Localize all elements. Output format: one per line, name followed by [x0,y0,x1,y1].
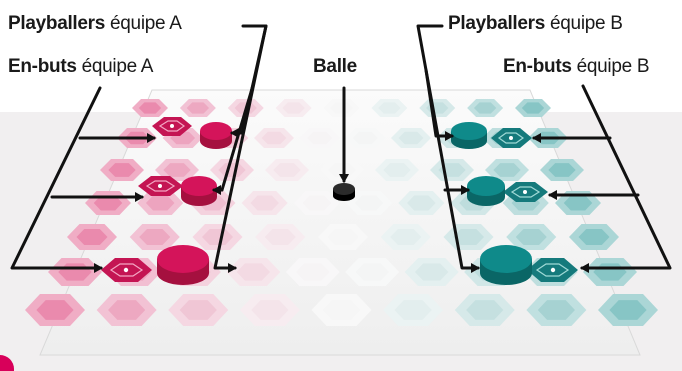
page-corner-accent [0,355,14,371]
label-enbuts-b-bold: En-buts [503,56,572,77]
hex-cell-inner [537,300,575,320]
hex-cell-inner [282,102,305,114]
playballer-token-a2 [181,176,217,206]
playballer-token-a1 [200,122,232,149]
playballer-token-b2 [467,176,505,206]
goal-tile-b2 [503,182,548,202]
hex-cell-inner [108,300,146,320]
hex-cell-inner [273,163,301,177]
hex-cell-inner [352,131,378,145]
hex-cell-inner [515,228,547,246]
hex-cell-inner [609,300,647,320]
label-enbuts-a-rest: équipe A [76,56,154,77]
hex-cell-inner [548,163,576,177]
hex-cell-inner [93,195,123,211]
hex-cell-inner [138,102,162,114]
label-enbuts-team-b: En-buts équipe B [503,56,650,78]
hex-cell-inner [378,102,401,114]
hex-cell-inner [563,195,593,211]
hex-cell-inner [202,228,233,246]
label-playballers-a-rest: équipe A [105,13,182,34]
hex-cell-inner [145,195,175,211]
arrows-enbuts-b [532,84,672,273]
playballer-token-b1 [451,122,487,149]
label-playballers-b-rest: équipe B [545,13,623,34]
arrows-playballers-a [212,24,268,273]
label-playballers-team-b: Playballers équipe B [448,13,623,35]
hex-cell-inner [163,163,191,177]
hex-cell-inner [327,228,359,246]
hex-cell-inner [355,263,389,281]
hex-cell-inner [307,131,333,145]
label-balle-bold: Balle [313,56,357,77]
hex-cell-inner [250,195,279,211]
hex-cell-inner [578,228,610,246]
hex-cell-inner [328,163,356,177]
hex-cell-inner [302,195,332,211]
goal-tile-b1 [491,128,532,148]
label-playballers-a-bold: Playballers [8,13,106,34]
hex-cell-inner [521,102,545,114]
hex-cell-inner [251,300,289,320]
goal-tile-a2 [138,176,183,196]
hex-cell-inner [261,131,287,145]
hex-cell-inner [383,163,411,177]
hex-cell-inner [322,300,361,320]
hex-cell-inner [398,131,424,145]
label-playballers-team-a: Playballers équipe A [8,13,182,35]
hex-cell-inner [473,102,497,114]
hex-cell-inner [76,228,108,246]
hex-cell-inner [466,300,504,320]
hex-cell-inner [264,228,296,246]
arrows-playballers-b [416,24,480,273]
hex-grid [25,99,658,326]
ball-token [333,183,355,201]
goal-tile-a1 [152,117,192,136]
hex-cell-inner [407,195,436,211]
goal-tile-a3 [101,258,152,282]
hex-cell-inner [354,195,384,211]
hex-cell-inner [186,102,210,114]
label-enbuts-b-rest: équipe B [571,56,650,77]
label-balle: Balle [313,56,357,78]
hex-cell-inner [139,228,171,246]
hex-cell-inner [394,300,432,320]
hex-cell-inner [390,228,422,246]
playballers-team-b [451,122,532,285]
hex-cell-inner [108,163,136,177]
goal-tile-b3 [527,258,578,282]
hex-cell-inner [218,163,246,177]
hex-cell-inner [453,228,484,246]
label-enbuts-team-a: En-buts équipe A [8,56,153,78]
arrows-enbuts-a [10,86,156,273]
playballers-team-a [157,122,232,285]
hex-cell-inner [493,163,521,177]
label-playballers-b-bold: Playballers [448,13,546,34]
hex-cell-inner [330,102,353,114]
hex-cell-inner [236,263,271,281]
goal-tiles-team-b [491,128,578,282]
hex-cell-inner [179,300,217,320]
hex-cell-inner [414,263,449,281]
playballer-token-a3 [157,245,209,285]
playballer-token-b3 [480,245,532,285]
hex-cell-inner [36,300,74,320]
hex-cell-inner [296,263,330,281]
goal-tiles-team-a [101,117,192,282]
label-enbuts-a-bold: En-buts [8,56,77,77]
